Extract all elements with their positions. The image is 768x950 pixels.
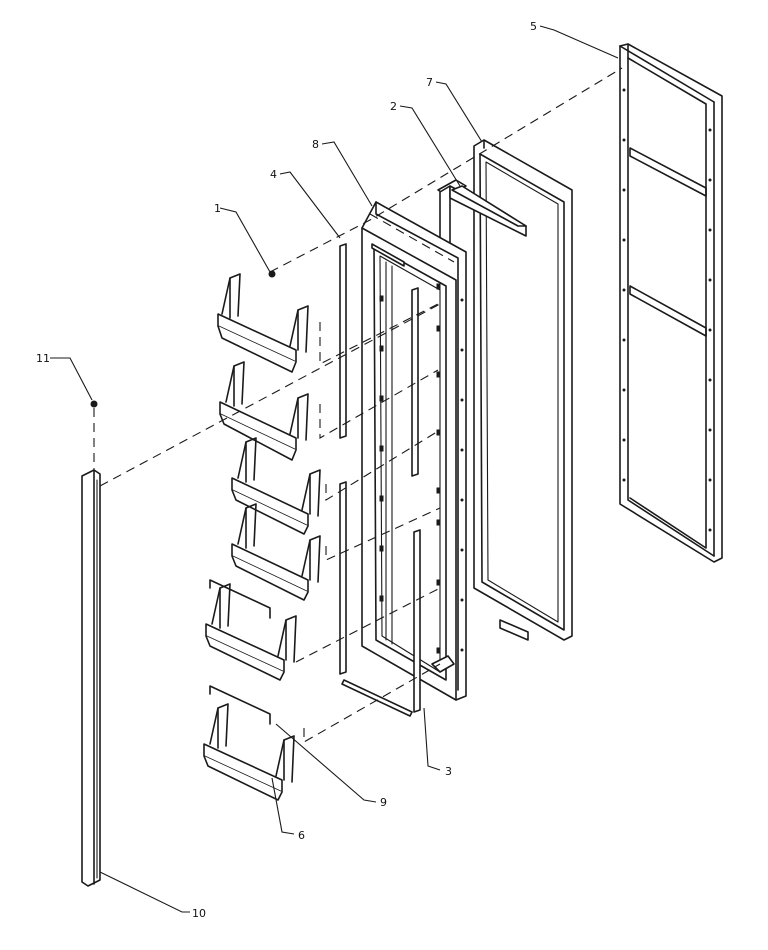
door-trim <box>81 469 101 887</box>
shelf-rail-upper <box>339 243 421 713</box>
label-part-8: 8 <box>312 138 319 151</box>
door-bin-5 <box>205 579 297 681</box>
label-part-1: 1 <box>214 202 221 215</box>
leader-lines <box>50 25 619 913</box>
label-part-4: 4 <box>270 168 277 181</box>
label-part-6: 6 <box>298 829 305 842</box>
label-part-9: 9 <box>380 796 387 809</box>
part-labels: 1 2 3 4 5 6 7 8 9 10 11 <box>36 20 537 920</box>
door-gasket <box>473 139 573 641</box>
door-bin-3 <box>231 437 321 535</box>
bin-retainer-bar <box>341 679 413 717</box>
door-bin-6 <box>203 685 295 801</box>
label-part-7: 7 <box>426 76 433 89</box>
door-bin-2 <box>219 361 309 461</box>
assembly-lines <box>93 67 623 743</box>
door-bin-1 <box>217 273 309 373</box>
label-part-3: 3 <box>445 765 452 778</box>
label-part-10: 10 <box>192 907 206 920</box>
label-part-5: 5 <box>530 20 537 33</box>
label-part-11: 11 <box>36 352 50 365</box>
door-bins <box>203 273 321 801</box>
door-bin-4 <box>231 503 321 601</box>
outer-door-panel <box>619 43 723 563</box>
screw-11 <box>90 400 98 408</box>
label-part-2: 2 <box>390 100 397 113</box>
